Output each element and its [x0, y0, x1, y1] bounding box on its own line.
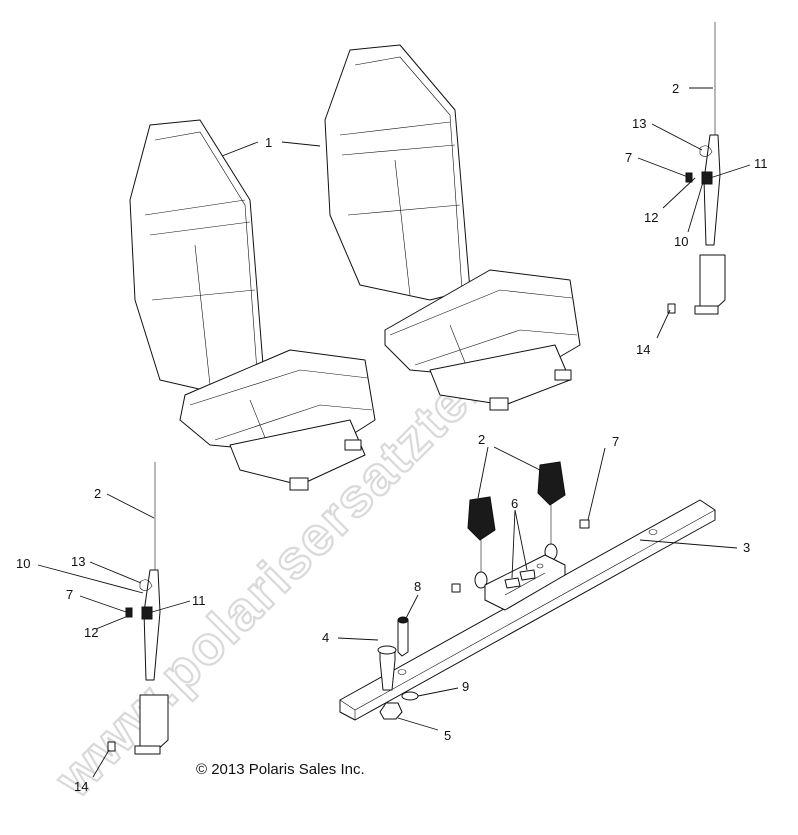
- callout-clip-top-right: 13: [632, 116, 646, 131]
- callout-spacer-top-right: 10: [674, 234, 688, 249]
- buckle-left: [467, 496, 496, 589]
- seat-right: [324, 44, 581, 411]
- callout-bolt-small: 8: [414, 579, 421, 594]
- callout-bar: 3: [743, 540, 750, 555]
- callout-belt-top-right: 2: [672, 81, 679, 96]
- callout-nut-small-bottom-left: 7: [66, 587, 73, 602]
- callout-belt-bottom-left: 2: [94, 486, 101, 501]
- belt-assembly-left: [107, 462, 169, 755]
- callout-seat: 1: [265, 135, 272, 150]
- callout-washer-small-bottom-left: 12: [84, 625, 98, 640]
- callout-spacer-bottom-left: 10: [16, 556, 30, 571]
- callout-nut-small-top-right: 7: [625, 150, 632, 165]
- callout-end-cap-top-right: 14: [636, 342, 650, 357]
- leader-lines: [37, 87, 751, 778]
- buckle-right: [537, 461, 566, 561]
- callout-belt-buckles: 2: [478, 432, 485, 447]
- callout-nut-large: 5: [444, 728, 451, 743]
- callout-washer-small-top-right: 12: [644, 210, 658, 225]
- callout-clip-bottom-left: 13: [71, 554, 85, 569]
- callout-screw-pair: 6: [511, 496, 518, 511]
- belt-assembly-right: [667, 22, 726, 315]
- callout-nut-small-bar: 7: [612, 434, 619, 449]
- callout-bolt: 4: [322, 630, 329, 645]
- callout-bushing-bottom-left: 11: [192, 593, 206, 608]
- hardware: [377, 519, 590, 720]
- cross-bar: [339, 499, 716, 721]
- seat-left: [129, 119, 376, 491]
- copyright-text: © 2013 Polaris Sales Inc.: [196, 761, 365, 778]
- callout-end-cap-bottom-left: 14: [74, 779, 88, 794]
- callout-bushing-top-right: 11: [754, 156, 768, 171]
- callout-washer: 9: [462, 679, 469, 694]
